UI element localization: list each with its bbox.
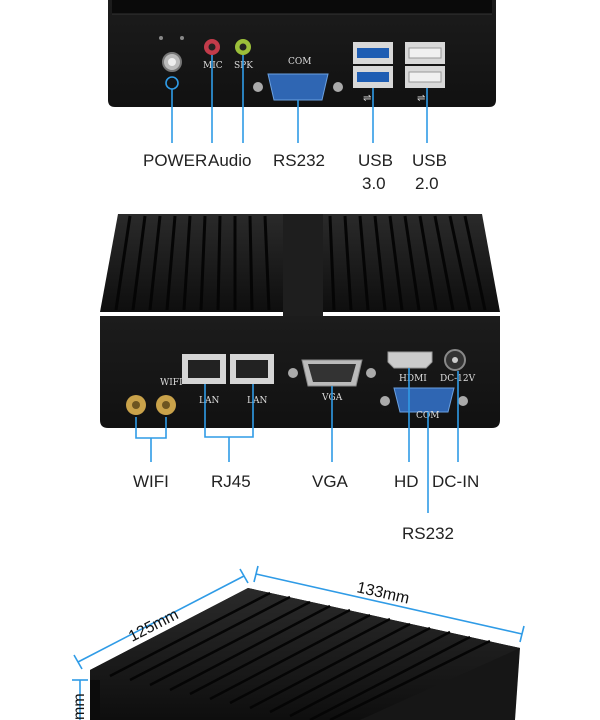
label-usb2: USB <box>412 151 447 170</box>
lan-ports-icon: LAN LAN <box>182 354 274 406</box>
label-wifi: WIFI <box>133 472 169 491</box>
label-dcin: DC-IN <box>432 472 479 491</box>
hdmi-port-icon: HDMI <box>387 351 433 384</box>
dimension-height: mm <box>71 693 88 720</box>
label-usb3-version: 3.0 <box>362 174 386 193</box>
mic-port-text: MIC <box>203 61 223 71</box>
lan1-port-text: LAN <box>199 396 219 406</box>
label-rs232-rear: RS232 <box>402 524 454 543</box>
svg-text:⇌: ⇌ <box>417 93 425 104</box>
label-audio: Audio <box>208 151 251 170</box>
lan2-port-text: LAN <box>247 396 267 406</box>
label-usb2-version: 2.0 <box>415 174 439 193</box>
label-rs232-top: RS232 <box>273 151 325 170</box>
svg-text:⇌: ⇌ <box>363 93 371 104</box>
hdmi-port-text: HDMI <box>399 374 427 384</box>
com-port-icon: COM <box>253 57 343 101</box>
usb3-ports-icon: ⇌ <box>353 42 393 104</box>
rear-chassis: WIFI LAN LAN VGA HDMI DC-1 <box>100 214 500 543</box>
front-panel: MIC SPK COM ⇌ ⇌ <box>108 0 496 193</box>
label-vga: VGA <box>312 472 349 491</box>
label-hd: HD <box>394 472 419 491</box>
wifi-antenna-icon: WIFI <box>126 378 183 415</box>
label-power: POWER <box>143 151 207 170</box>
label-usb3: USB <box>358 151 393 170</box>
wifi-port-text: WIFI <box>160 378 183 388</box>
label-rj45: RJ45 <box>211 472 251 491</box>
chassis-3d-view: 125mm 133mm mm <box>71 565 525 720</box>
com-port-text: COM <box>288 57 311 67</box>
usb2-ports-icon: ⇌ <box>405 42 445 104</box>
mic-jack-icon: MIC <box>203 39 223 71</box>
